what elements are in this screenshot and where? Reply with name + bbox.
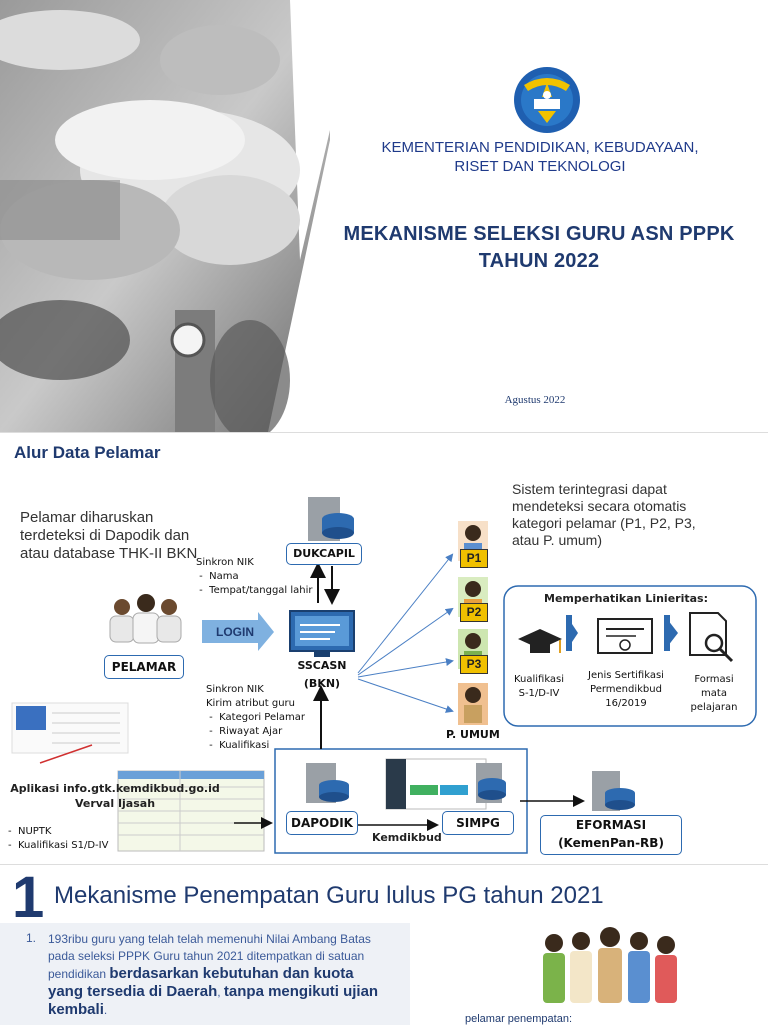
- main-title: MEKANISME SELEKSI GURU ASN PPPK TAHUN 20…: [310, 221, 768, 275]
- sinkron-nik-1-item: - Nama: [196, 571, 239, 582]
- title-slide: KEMENTERIAN PENDIDIKAN, KEBUDAYAAN, RISE…: [0, 0, 768, 432]
- login-arrow: [202, 612, 274, 651]
- left-list: - NUPTK - Kualifikasi S1/D-IV: [8, 825, 108, 853]
- left-list-item: - Kualifikasi S1/D-IV: [8, 840, 109, 851]
- placement-slide: 1 Mekanisme Penempatan Guru lulus PG tah…: [0, 864, 768, 1025]
- p2-badge: P2: [460, 603, 488, 622]
- date-label: Agustus 2022: [504, 394, 566, 406]
- graduation-cap-icon: [518, 629, 562, 653]
- list-item: 193ribu guru yang telah telah memenuhi N…: [48, 931, 390, 1019]
- item-highlight: berdasarkan kebutuhan dan kuota yang ter…: [48, 965, 354, 1000]
- app-label: Aplikasi info.gtk.kemdikbud.go.id Verval…: [10, 781, 220, 811]
- p3-badge: P3: [460, 655, 488, 674]
- item-highlight-2: tanpa mengikuti ujian kembali: [48, 983, 379, 1018]
- dapodik-label: DAPODIK: [286, 811, 358, 835]
- item-end: .: [103, 1003, 108, 1017]
- left-list-item: - NUPTK: [8, 826, 52, 837]
- section-title: Mekanisme Penempatan Guru lulus PG tahun…: [54, 882, 604, 909]
- sinkron-nik-2-title: Sinkron NIK: [206, 684, 264, 695]
- dukcapil-server-icon: [308, 497, 354, 541]
- slide-heading: Alur Data Pelamar: [14, 443, 161, 462]
- sscasn-label: SSCASN (BKN): [284, 657, 360, 695]
- certificate-icon: [597, 618, 653, 654]
- linieritas-title: Memperhatikan Linieritas:: [544, 592, 708, 605]
- item-separator: ,: [217, 985, 224, 999]
- eformasi-server-icon: [592, 771, 635, 811]
- ministry-line-1: KEMENTERIAN PENDIDIKAN, KEBUDAYAAN,: [381, 139, 699, 156]
- sinkron-nik-2: Sinkron NIK Kirim atribut guru - Kategor…: [206, 683, 305, 753]
- linieritas-item-formasi: Formasi mata pelajaran: [690, 674, 738, 713]
- sinkron-nik-2-item: - Riwayat Ajar: [206, 726, 283, 737]
- app-label-line-1: Aplikasi info.gtk.kemdikbud.go.id: [10, 782, 220, 795]
- item-text: 193ribu guru yang telah telah memenuhi N…: [48, 932, 371, 981]
- section-number: 1: [12, 865, 45, 930]
- linieritas-item-kualifikasi: Kualifikasi S-1/D-IV: [513, 674, 565, 699]
- sinkron-nik-1-item: - Tempat/tanggal lahir: [196, 585, 313, 596]
- dukcapil-label: DUKCAPIL: [286, 543, 362, 565]
- sinkron-nik-2-subtitle: Kirim atribut guru: [206, 698, 296, 709]
- list-panel: [0, 923, 410, 1025]
- ministry-logo: [514, 67, 580, 133]
- eformasi-line-1: EFORMASI: [575, 818, 647, 832]
- p-umum-label: P. UMUM: [446, 728, 500, 741]
- sinkron-nik-1: Sinkron NIK - Nama - Tempat/tanggal lahi…: [196, 556, 313, 598]
- linieritas-item-sertifikasi: Jenis Sertifikasi Permendikbud 16/2019: [588, 670, 664, 709]
- dapodik-server-icon: [306, 763, 349, 803]
- footer-text: pelamar penempatan:: [465, 1013, 573, 1025]
- title-line-2: TAHUN 2022: [478, 250, 600, 272]
- hands-photo: [0, 0, 330, 432]
- teachers-illustration: [543, 927, 677, 1003]
- ministry-line-2: RISET DAN TEKNOLOGI: [454, 158, 626, 175]
- pelamar-label: PELAMAR: [104, 655, 184, 679]
- data-flow-slide: Alur Data Pelamar Pelamar diharuskan ter…: [0, 432, 768, 865]
- pelamar-people-icon: [109, 594, 182, 644]
- flow-diagram: [11, 497, 757, 854]
- sinkron-nik-2-item: - Kategori Pelamar: [206, 712, 305, 723]
- eformasi-line-2: (KemenPan-RB): [558, 836, 664, 850]
- p-umum-avatar: [458, 683, 488, 725]
- simpg-label: SIMPG: [442, 811, 514, 835]
- simpg-screenshot: [385, 758, 487, 810]
- kemdikbud-label: Kemdikbud: [372, 831, 442, 844]
- sscasn-line-1: SSCASN: [297, 659, 347, 672]
- document-search-icon: [689, 612, 734, 663]
- sscasn-line-2: (BKN): [303, 677, 341, 690]
- ministry-name: KEMENTERIAN PENDIDIKAN, KEBUDAYAAN, RISE…: [340, 138, 740, 176]
- system-text: Sistem terintegrasi dapat mendeteksi sec…: [512, 481, 696, 548]
- simpg-server-icon: [476, 763, 506, 803]
- sinkron-nik-2-item: - Kualifikasi: [206, 740, 270, 751]
- list-item-number: 1.: [26, 931, 37, 945]
- p1-badge: P1: [460, 549, 488, 568]
- sinkron-nik-1-title: Sinkron NIK: [196, 557, 254, 568]
- requirement-text: Pelamar diharuskan terdeteksi di Dapodik…: [20, 509, 198, 562]
- login-label: LOGIN: [216, 625, 254, 639]
- sscasn-monitor-icon: [289, 610, 355, 657]
- app-label-line-2: Verval Ijasah: [74, 797, 156, 810]
- verval-app-screenshot: [11, 702, 129, 764]
- eformasi-label: EFORMASI (KemenPan-RB): [540, 815, 682, 855]
- title-line-1: MEKANISME SELEKSI GURU ASN PPPK: [343, 223, 735, 245]
